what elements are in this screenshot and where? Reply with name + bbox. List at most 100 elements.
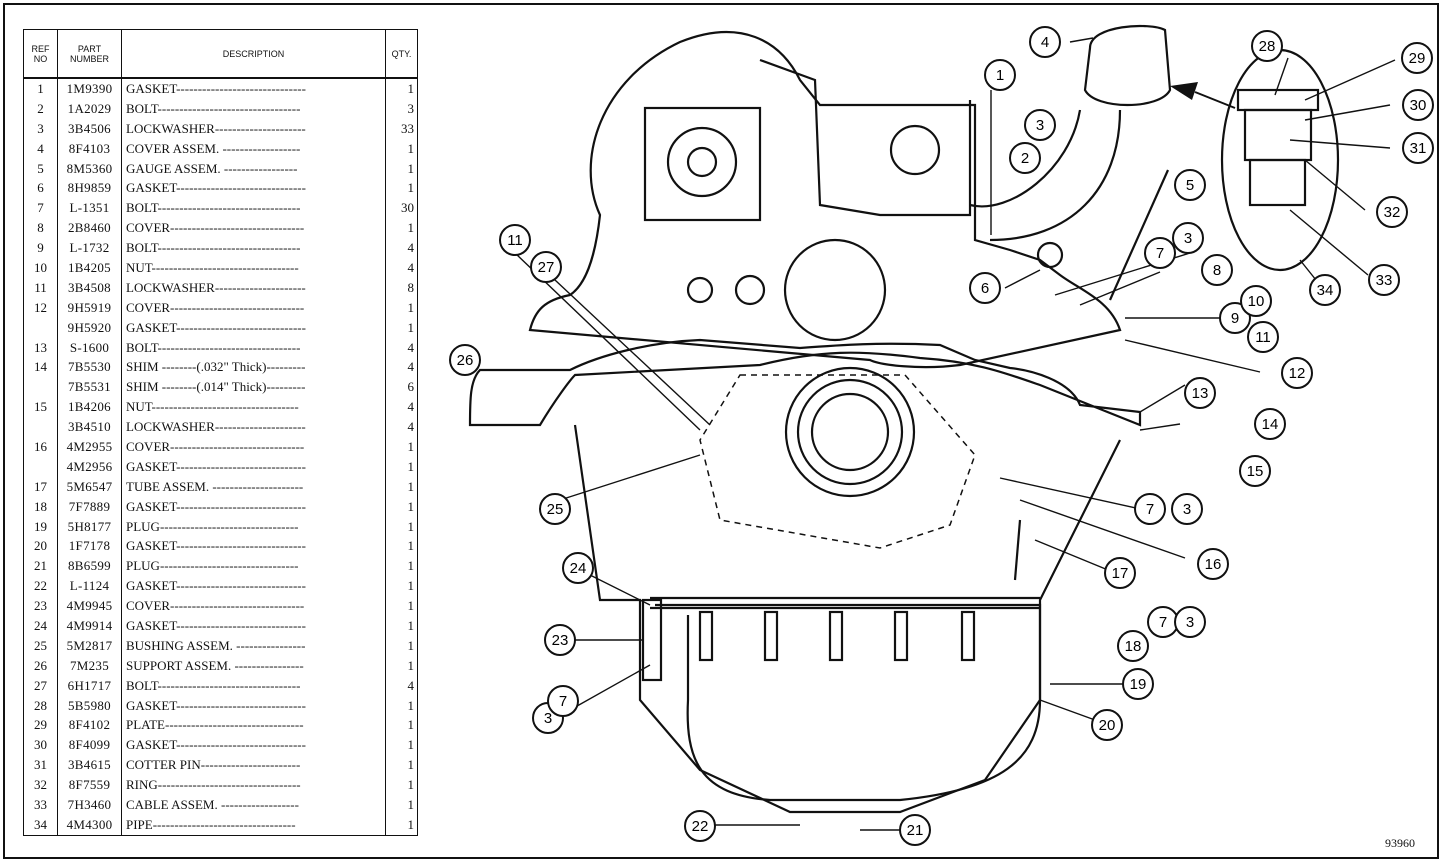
row-part-number: L-1124 (57, 576, 122, 597)
callout-16: 16 (1197, 548, 1229, 580)
row-description: GASKET------------------------------ (121, 456, 386, 477)
row-ref-no: 29 (23, 715, 58, 736)
callout-3: 3 (1024, 109, 1056, 141)
callout-12: 12 (1281, 357, 1313, 389)
callout-34: 34 (1309, 274, 1341, 306)
page-border (3, 3, 1439, 859)
row-qty: 4 (385, 417, 418, 438)
callout-circle (1240, 285, 1272, 317)
row-description: BOLT--------------------------------- (121, 675, 386, 696)
row-ref-no: 31 (23, 755, 58, 776)
row-qty: 1 (385, 218, 418, 239)
row-description: PLUG-------------------------------- (121, 556, 386, 577)
row-description: BOLT--------------------------------- (121, 198, 386, 219)
callout-label: 25 (547, 501, 564, 518)
row-qty: 6 (385, 377, 418, 398)
row-part-number: 1B4206 (57, 397, 122, 418)
callout-15: 15 (1239, 455, 1271, 487)
row-part-number: 7B5531 (57, 377, 122, 398)
row-description: GASKET------------------------------ (121, 695, 386, 716)
row-part-number: 4M2956 (57, 456, 122, 477)
callout-circle (1174, 606, 1206, 638)
row-qty: 33 (385, 118, 418, 139)
callout-27: 27 (530, 251, 562, 283)
row-qty: 1 (385, 616, 418, 636)
row-qty: 1 (385, 814, 418, 836)
row-ref-no (23, 456, 58, 477)
callout-label: 7 (1156, 245, 1164, 262)
dipstick-gauge (1108, 169, 1170, 301)
row-description: BOLT--------------------------------- (121, 238, 386, 259)
row-ref-no: 24 (23, 616, 58, 636)
row-ref-no: 15 (23, 397, 58, 418)
callout-label: 17 (1112, 565, 1129, 582)
callout-circle (1197, 548, 1229, 580)
row-description: GASKET------------------------------ (121, 576, 386, 597)
callout-label: 18 (1125, 638, 1142, 655)
callout-circle (1122, 668, 1154, 700)
callout-14: 14 (1254, 408, 1286, 440)
callout-circle (1174, 169, 1206, 201)
row-qty: 4 (385, 337, 418, 358)
callout-label: 9 (1231, 310, 1239, 327)
row-qty: 1 (385, 516, 418, 537)
row-qty: 1 (385, 635, 418, 656)
callout-18: 18 (1117, 630, 1149, 662)
row-ref-no: 19 (23, 516, 58, 537)
row-description: COTTER PIN----------------------- (121, 755, 386, 776)
row-description: SUPPORT ASSEM. ---------------- (121, 655, 386, 676)
callout-circle (1134, 493, 1166, 525)
row-part-number: 4M9914 (57, 616, 122, 636)
callout-circle (1029, 26, 1061, 58)
callout-label: 6 (981, 280, 989, 297)
row-ref-no: 25 (23, 635, 58, 656)
row-qty: 1 (385, 178, 418, 199)
row-ref-no: 5 (23, 158, 58, 179)
row-qty: 30 (385, 198, 418, 219)
row-description: RING--------------------------------- (121, 775, 386, 796)
callout-label: 12 (1289, 365, 1306, 382)
row-ref-no (23, 417, 58, 438)
callout-circle (1401, 42, 1433, 74)
row-part-number: 1B4205 (57, 258, 122, 278)
callout-7: 7 (1147, 606, 1179, 638)
row-description: SHIM --------(.032" Thick)--------- (121, 357, 386, 378)
callout-label: 3 (1036, 117, 1044, 134)
row-part-number: 5M2817 (57, 635, 122, 656)
callout-label: 23 (552, 632, 569, 649)
row-qty: 4 (385, 397, 418, 418)
row-part-number: 1M9390 (57, 78, 122, 99)
header-part-number: PART NUMBER (57, 29, 122, 79)
row-ref-no: 11 (23, 277, 58, 298)
callout-9: 9 (1219, 302, 1251, 334)
row-qty: 4 (385, 357, 418, 378)
row-ref-no: 21 (23, 556, 58, 577)
row-qty: 1 (385, 437, 418, 457)
callout-label: 31 (1410, 140, 1427, 157)
row-ref-no: 14 (23, 357, 58, 378)
row-part-number: 5M6547 (57, 476, 122, 497)
row-ref-no: 26 (23, 655, 58, 676)
callout-circle (562, 552, 594, 584)
row-part-number: 4M4300 (57, 814, 122, 836)
callout-label: 4 (1041, 34, 1049, 51)
callout-31: 31 (1402, 132, 1434, 164)
row-ref-no: 32 (23, 775, 58, 796)
row-part-number: 8B6599 (57, 556, 122, 577)
callout-21: 21 (899, 814, 931, 846)
callout-label: 14 (1262, 416, 1279, 433)
callout-20: 20 (1091, 709, 1123, 741)
callout-label: 22 (692, 818, 709, 835)
row-ref-no (23, 317, 58, 338)
pan-bolts (698, 610, 976, 662)
row-qty: 1 (385, 735, 418, 756)
callout-7: 7 (547, 685, 579, 717)
